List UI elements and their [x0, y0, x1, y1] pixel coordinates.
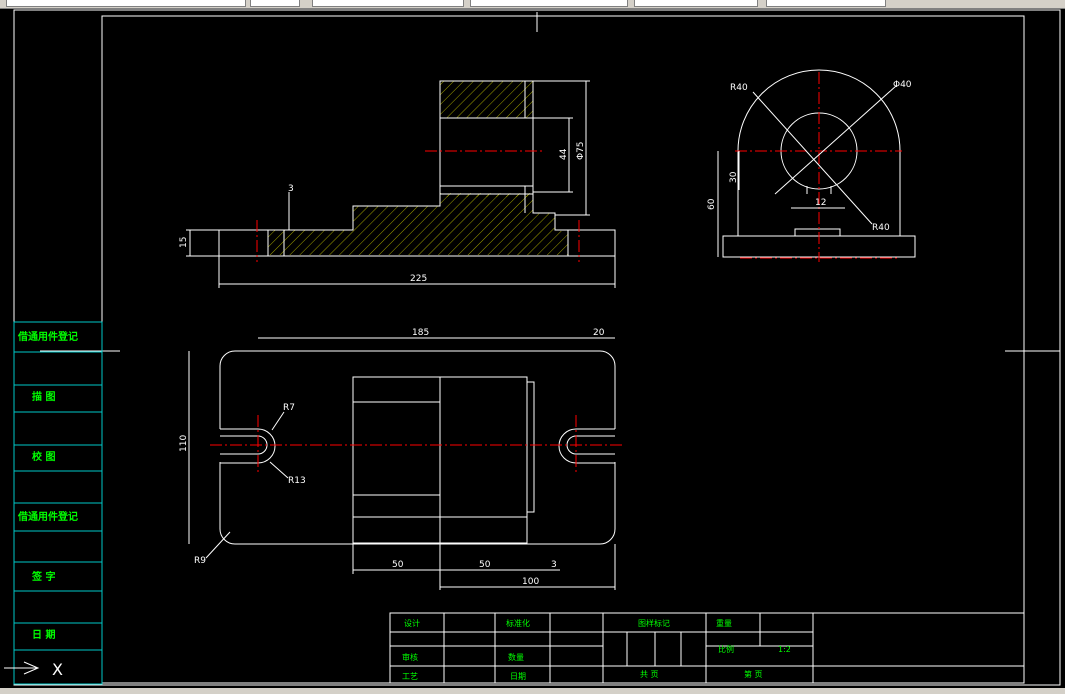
front-view: 3 15 44 Φ75 225 [179, 80, 616, 288]
tb-date: 日期 [510, 672, 526, 681]
side-dim-r40a: R40 [730, 83, 748, 93]
front-dim-225: 225 [410, 274, 427, 284]
top-dim-r9: R9 [194, 556, 206, 566]
left-label-0: 借通用件登记 [17, 330, 78, 343]
side-view: R40 Φ40 R40 30 60 12 [707, 69, 916, 262]
side-dim-r40b: R40 [872, 223, 890, 233]
left-column-table: 借通用件登记 描 图 校 图 借通用件登记 签 字 日 期 [13, 321, 103, 685]
left-label-1: 描 图 [32, 390, 55, 403]
tb-design: 设计 [404, 618, 420, 628]
tb-process: 工艺 [402, 672, 418, 681]
top-dim-110: 110 [179, 435, 189, 452]
top-view: 185 20 110 R7 R13 R9 50 50 3 100 [179, 328, 625, 590]
title-block: 设计 标准化 图样标记 重量 审核 数量 比例 1:2 工艺 日期 共 页 第 … [389, 612, 1025, 684]
statusbar [0, 688, 1065, 694]
toolbar [0, 0, 1065, 9]
linetype-dropdown[interactable] [312, 0, 464, 7]
top-dim-50a: 50 [392, 560, 404, 570]
lineweight-dropdown[interactable] [470, 0, 628, 7]
left-label-5: 日 期 [32, 628, 55, 641]
top-dim-50b: 50 [479, 560, 491, 570]
left-label-3: 借通用件登记 [17, 510, 78, 523]
tb-quantity: 数量 [508, 652, 524, 662]
style-dropdown[interactable] [766, 0, 886, 7]
top-dim-r7: R7 [283, 403, 295, 413]
top-dim-r13: R13 [288, 476, 306, 486]
plotstyle-dropdown[interactable] [634, 0, 758, 7]
tb-drawing-mark: 图样标记 [638, 618, 670, 628]
top-dim-100: 100 [522, 577, 539, 587]
top-dim-3: 3 [551, 560, 557, 570]
side-dim-12: 12 [815, 198, 826, 208]
tb-standardized: 标准化 [506, 618, 530, 628]
color-dropdown[interactable] [250, 0, 300, 7]
top-dim-185: 185 [412, 328, 429, 338]
ucs-icon: X [4, 660, 63, 679]
ucs-x-label: X [52, 660, 63, 679]
front-hatch-lower [268, 194, 568, 255]
front-dim-75: Φ75 [576, 141, 586, 160]
top-dim-20: 20 [593, 328, 605, 338]
front-dim-3: 3 [288, 184, 294, 194]
front-dim-15: 15 [179, 237, 189, 248]
tb-scale-value: 1:2 [778, 645, 791, 654]
side-dim-30: 30 [729, 171, 739, 183]
left-label-2: 校 图 [32, 450, 55, 463]
front-dim-44: 44 [559, 148, 569, 160]
tb-weight: 重量 [716, 618, 732, 628]
tb-total-pages: 共 页 [640, 670, 659, 679]
tb-page-num: 第 页 [744, 669, 763, 679]
side-dim-60: 60 [707, 198, 717, 210]
layer-dropdown[interactable] [6, 0, 246, 7]
drawing-canvas[interactable]: 借通用件登记 描 图 校 图 借通用件登记 签 字 日 期 X 3 15 [0, 8, 1065, 688]
side-dim-phi40: Φ40 [893, 80, 912, 90]
tb-scale-label: 比例 [718, 644, 734, 654]
left-label-4: 签 字 [31, 570, 55, 583]
tb-review: 审核 [402, 652, 418, 662]
